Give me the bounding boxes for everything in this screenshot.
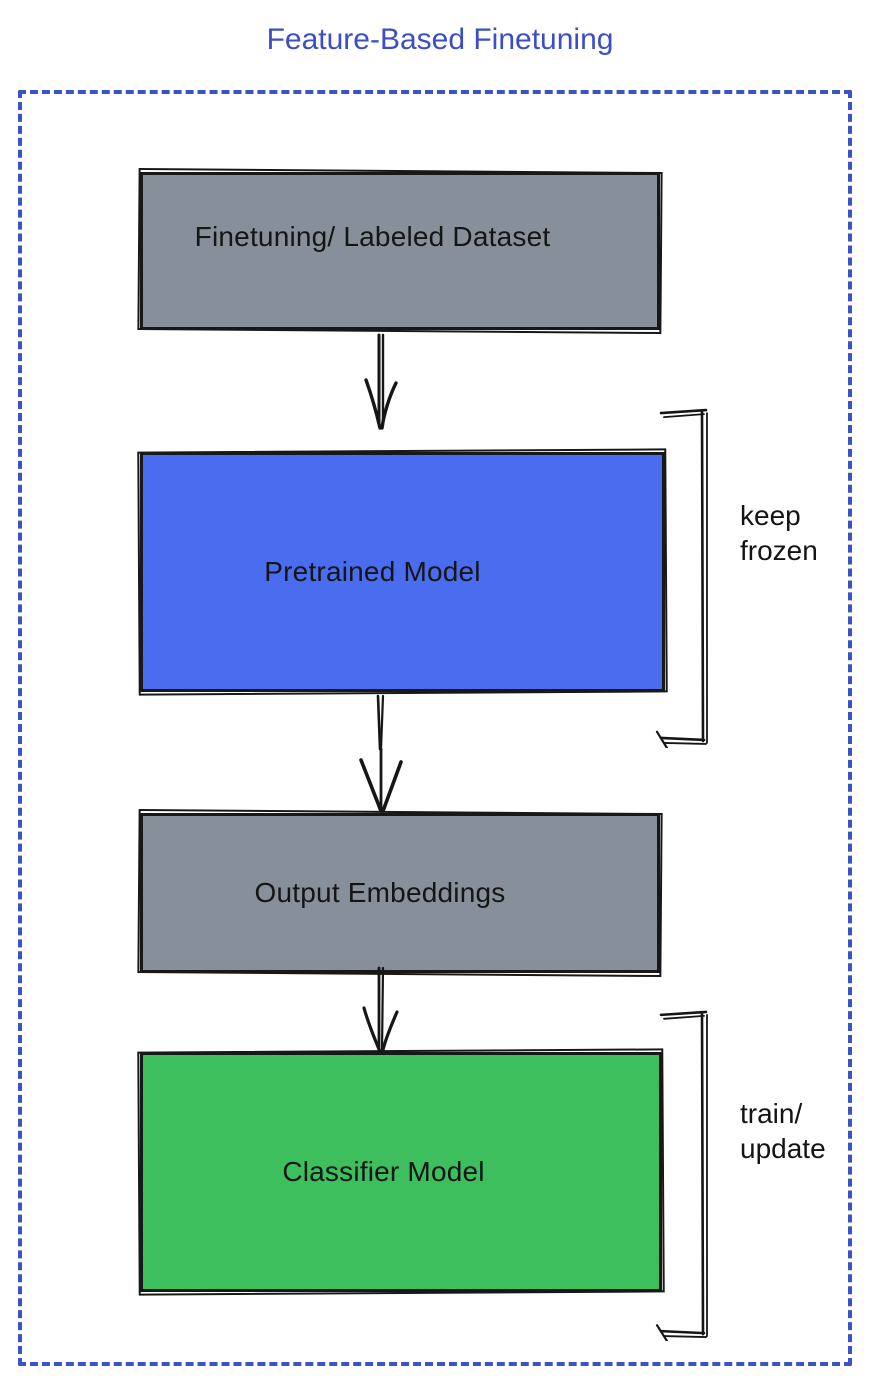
diagram-title: Feature-Based Finetuning: [266, 23, 614, 56]
node-label: Finetuning/ Labeled Dataset: [194, 221, 551, 252]
node-label: Pretrained Model: [264, 556, 481, 587]
arrow-down-icon: [359, 694, 403, 813]
right-bracket-icon: [655, 1010, 708, 1341]
right-bracket-icon: [655, 408, 708, 748]
annotation-line: frozen: [740, 535, 818, 566]
annotation-train-update: train/ update: [740, 1096, 826, 1166]
arrow-down-icon: [364, 333, 398, 430]
annotation-line: update: [740, 1133, 826, 1164]
arrow-down-icon: [362, 966, 399, 1056]
dashed-frame: [18, 90, 852, 1366]
annotation-line: keep: [740, 500, 801, 531]
annotation-keep-frozen: keep frozen: [740, 498, 818, 568]
annotation-line: train/: [740, 1098, 803, 1129]
node-label: Classifier Model: [282, 1156, 485, 1187]
node-label: Output Embeddings: [254, 877, 506, 908]
node-finetuning-dataset: Finetuning/ Labeled Dataset: [140, 172, 660, 330]
node-pretrained-model: Pretrained Model: [140, 452, 665, 692]
node-classifier-model: Classifier Model: [140, 1052, 662, 1292]
node-output-embeddings: Output Embeddings: [140, 813, 660, 973]
